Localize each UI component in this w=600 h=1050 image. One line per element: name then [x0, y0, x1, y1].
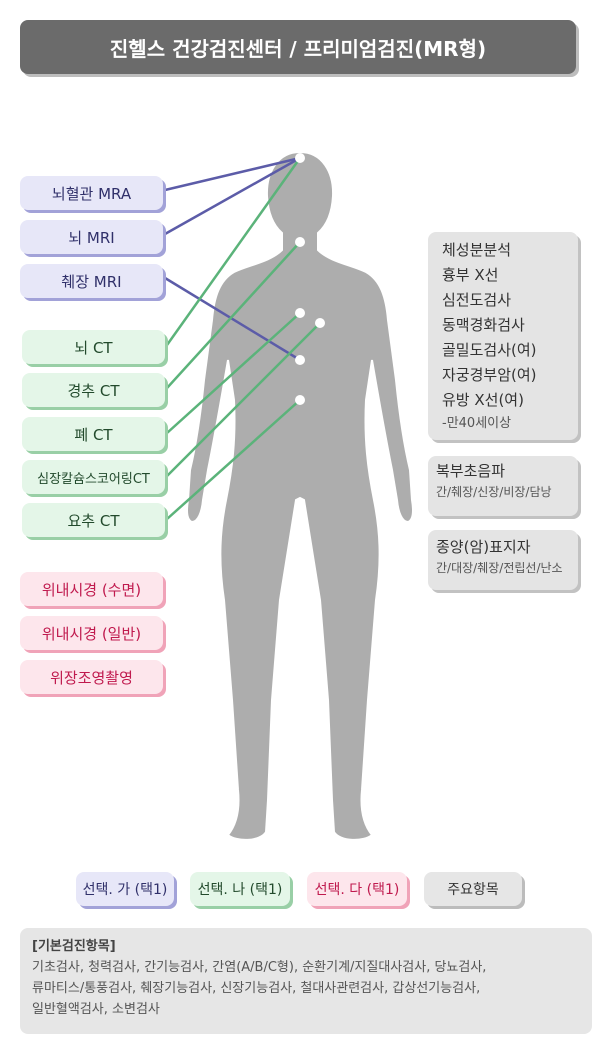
main-item: 자궁경부암(여)	[442, 366, 537, 384]
ultrasound-box: 복부초음파 간/췌장/신장/비장/담낭	[428, 456, 578, 516]
ultrasound-detail: 간/췌장/신장/비장/담낭	[436, 485, 552, 499]
legend-main-items: 주요항목	[424, 872, 522, 906]
tumor-marker-box: 종양(암)표지자 간/대장/췌장/전립선/난소	[428, 530, 578, 590]
main-item: 골밀도검사(여)	[442, 341, 537, 359]
option-pancreas-mri: 췌장 MRI	[20, 264, 163, 298]
option-cervical-ct: 경추 CT	[22, 373, 165, 407]
main-item: 체성분분석	[442, 241, 512, 259]
main-item: 동맥경화검사	[442, 316, 525, 334]
connector-lines-b	[165, 157, 321, 520]
option-brain-ct: 뇌 CT	[22, 330, 165, 364]
page-title: 진헬스 건강검진센터 / 프리미엄검진(MR형)	[20, 20, 576, 74]
legend-option-b: 선택. 나 (택1)	[190, 872, 290, 906]
option-lumbar-ct: 요추 CT	[22, 503, 165, 537]
main-items-box: 체성분분석 흉부 X선 심전도검사 동맥경화검사 골밀도검사(여) 자궁경부암(…	[428, 232, 578, 440]
option-upper-gi-series: 위장조영촬영	[20, 660, 163, 694]
basic-exam-line: 기초검사, 청력검사, 간기능검사, 간염(A/B/C형), 순환기계/지질대사…	[32, 960, 487, 975]
option-endoscopy-general: 위내시경 (일반)	[20, 616, 163, 650]
tumor-marker-detail: 간/대장/췌장/전립선/난소	[436, 561, 563, 575]
option-lung-ct: 폐 CT	[22, 417, 165, 451]
option-brain-mra: 뇌혈관 MRA	[20, 176, 163, 210]
main-item: 흉부 X선	[442, 266, 499, 284]
anatomy-points	[295, 153, 325, 405]
option-endoscopy-sedation: 위내시경 (수면)	[20, 572, 163, 606]
main-item: 유방 X선(여)	[442, 391, 524, 409]
basic-exam-box: [기본검진항목] 기초검사, 청력검사, 간기능검사, 간염(A/B/C형), …	[20, 928, 592, 1034]
basic-exam-heading: [기본검진항목]	[32, 939, 116, 954]
body-silhouette	[186, 150, 414, 841]
main-item: 심전도검사	[442, 291, 512, 309]
legend-option-c: 선택. 다 (택1)	[307, 872, 407, 906]
option-brain-mri: 뇌 MRI	[20, 220, 163, 254]
tumor-marker-title: 종양(암)표지자	[436, 538, 531, 556]
legend-option-a: 선택. 가 (택1)	[76, 872, 174, 906]
connector-lines-a	[164, 156, 301, 362]
basic-exam-line: 일반혈액검사, 소변검사	[32, 1002, 160, 1017]
option-cardiac-calcium-ct: 심장칼슘스코어링CT	[22, 460, 165, 494]
main-items-note: -만40세이상	[442, 416, 512, 431]
ultrasound-title: 복부초음파	[436, 462, 506, 480]
basic-exam-line: 류마티스/통풍검사, 췌장기능검사, 신장기능검사, 철대사관련검사, 갑상선기…	[32, 981, 481, 996]
